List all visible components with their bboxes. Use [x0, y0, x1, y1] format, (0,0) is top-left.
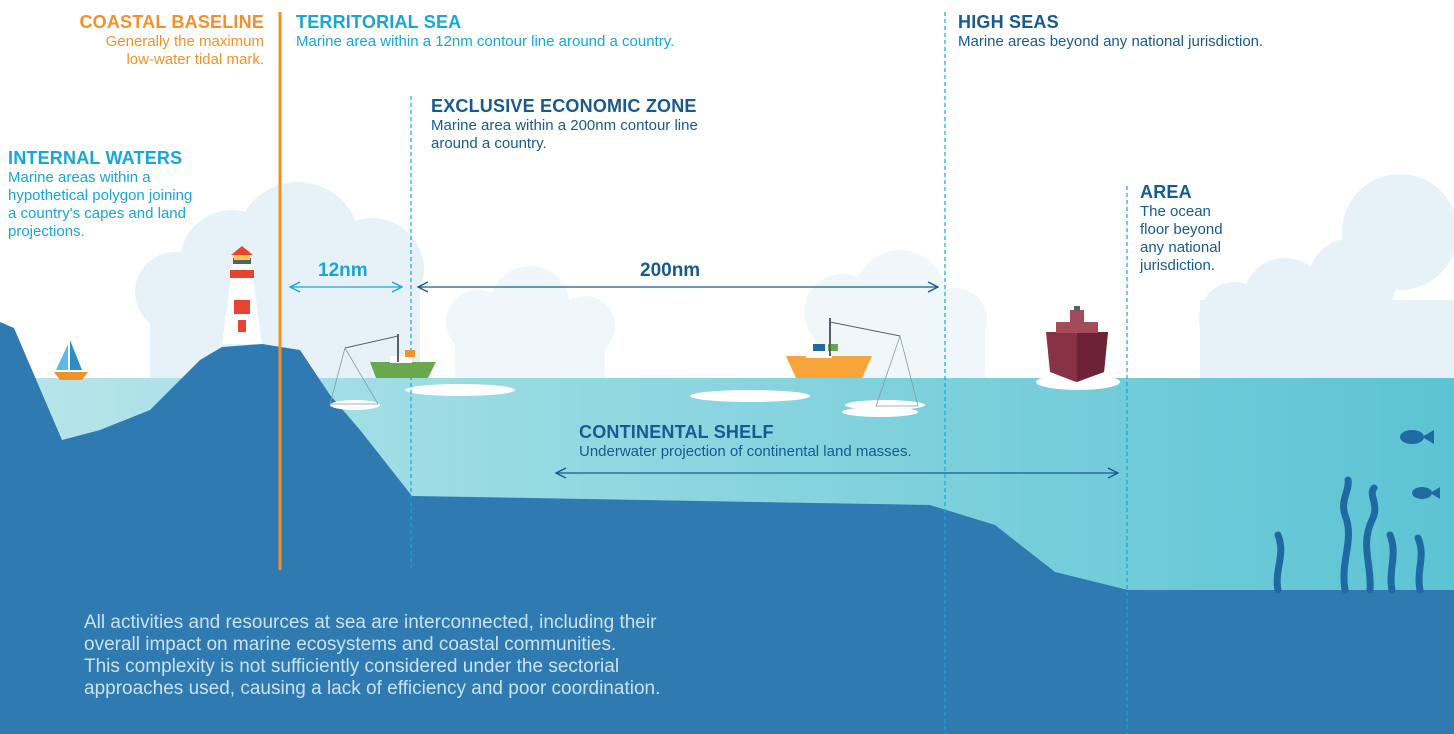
eez-title: EXCLUSIVE ECONOMIC ZONE: [431, 96, 697, 116]
clouds: [135, 174, 1454, 380]
area-title: AREA: [1140, 182, 1192, 202]
territorial-sea-title: TERRITORIAL SEA: [296, 12, 462, 32]
seabed: [0, 322, 1454, 734]
cargo-ship-icon: [1036, 306, 1120, 390]
coastal-baseline-desc-line: low-water tidal mark.: [126, 51, 264, 68]
internal-waters-title: INTERNAL WATERS: [8, 148, 183, 168]
footer-line: overall impact on marine ecosystems and …: [84, 634, 617, 655]
high-seas-title: HIGH SEAS: [958, 12, 1059, 32]
orange-fishing-boat-icon: [786, 318, 919, 407]
area-desc-line: floor beyond: [1140, 221, 1223, 238]
green-fishing-boat-icon: [329, 334, 436, 405]
internal-waters-desc-line: a country's capes and land: [8, 205, 186, 222]
high-seas-label: HIGH SEAS Marine areas beyond any nation…: [958, 12, 1418, 51]
continental-shelf-label: CONTINENTAL SHELF Underwater projection …: [579, 422, 1099, 461]
fish: [1400, 430, 1440, 499]
territorial-sea-desc: Marine area within a 12nm contour line a…: [296, 33, 675, 50]
coastal-baseline-title: COASTAL BASELINE: [79, 12, 264, 32]
area-desc-line: jurisdiction.: [1140, 257, 1216, 274]
internal-waters-desc-line: Marine areas within a: [8, 169, 151, 186]
foam: [330, 384, 925, 417]
sailboat-icon: [54, 340, 88, 380]
internal-waters-label: INTERNAL WATERS Marine areas within a hy…: [8, 148, 268, 241]
eez-distance-label: 200nm: [640, 260, 701, 281]
area-desc-line: any national: [1140, 239, 1221, 256]
coastal-baseline-desc-line: Generally the maximum: [105, 33, 264, 50]
territorial-sea-label: TERRITORIAL SEA Marine area within a 12n…: [296, 12, 856, 51]
high-seas-desc: Marine areas beyond any national jurisdi…: [958, 33, 1264, 50]
internal-waters-desc-line: projections.: [8, 223, 85, 240]
continental-shelf-desc: Underwater projection of continental lan…: [579, 443, 912, 460]
eez-label: EXCLUSIVE ECONOMIC ZONE Marine area with…: [431, 96, 851, 153]
eez-desc-line: around a country.: [431, 135, 547, 152]
footer-line: This complexity is not sufficiently cons…: [84, 656, 620, 677]
eez-desc-line: Marine area within a 200nm contour line: [431, 117, 698, 134]
continental-shelf-title: CONTINENTAL SHELF: [579, 422, 774, 442]
area-label: AREA The ocean floor beyond any national…: [1140, 182, 1300, 275]
footer-line: All activities and resources at sea are …: [84, 612, 657, 633]
territorial-distance-label: 12nm: [318, 260, 368, 281]
internal-waters-desc-line: hypothetical polygon joining: [8, 187, 193, 204]
coastal-baseline-label: COASTAL BASELINE Generally the maximum l…: [58, 12, 264, 69]
footer-note: All activities and resources at sea are …: [84, 612, 844, 700]
footer-line: approaches used, causing a lack of effic…: [84, 678, 661, 699]
seaweed: [1273, 476, 1425, 594]
area-desc-line: The ocean: [1140, 203, 1211, 220]
lighthouse-icon: [222, 246, 262, 344]
clouds-light: [446, 250, 987, 380]
